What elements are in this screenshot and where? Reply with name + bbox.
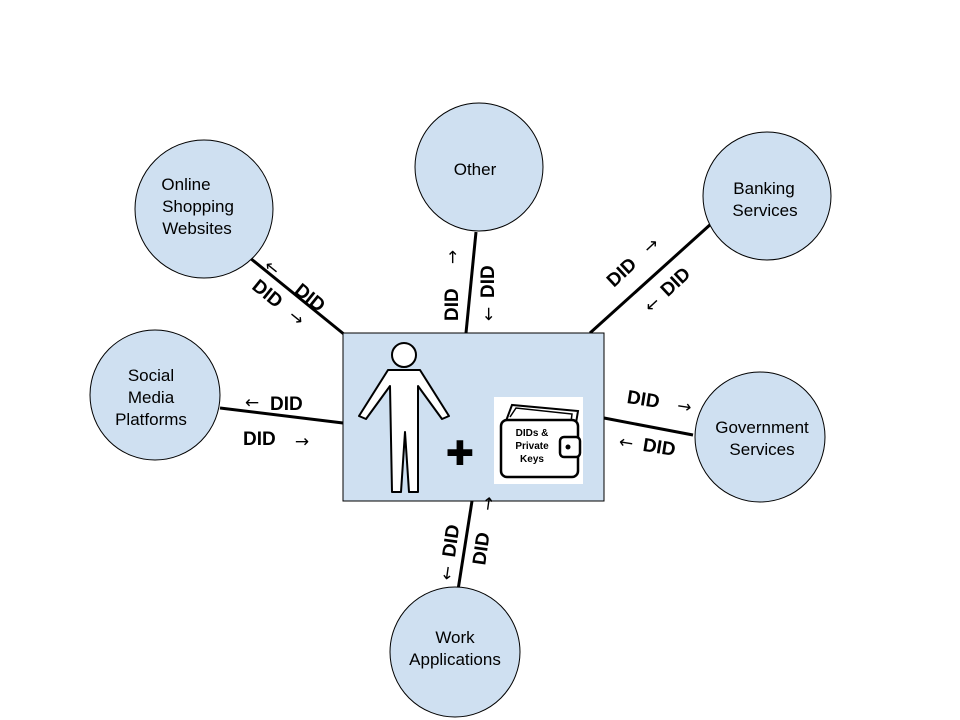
edge-labels-work: ← DID DID → bbox=[437, 495, 500, 582]
arrow-left: ← bbox=[641, 293, 665, 317]
link-social-media bbox=[219, 406, 344, 425]
node-work-label-2: Applications bbox=[409, 650, 501, 669]
did-label: DID bbox=[243, 429, 276, 450]
link-banking bbox=[588, 221, 714, 335]
node-online-shopping: Online Shopping Websites bbox=[134, 139, 274, 279]
node-government-label-2: Services bbox=[729, 440, 794, 459]
node-social-media-label-2: Media bbox=[128, 388, 175, 407]
node-work-label-1: Work bbox=[435, 628, 475, 647]
person-icon bbox=[358, 342, 450, 493]
did-label: DID bbox=[439, 523, 464, 558]
arrow-right: → bbox=[443, 250, 463, 264]
node-online-shopping-label-2: Shopping bbox=[162, 197, 234, 216]
arrow-right: → bbox=[639, 234, 663, 258]
node-banking: Banking Services bbox=[702, 131, 832, 261]
arrow-left: ← bbox=[617, 432, 634, 454]
node-social-media: Social Media Platforms bbox=[89, 329, 221, 461]
node-government: Government Services bbox=[694, 371, 826, 503]
arrow-right: → bbox=[295, 432, 309, 452]
link-other bbox=[464, 231, 478, 334]
plus-icon: ✚ bbox=[446, 434, 475, 474]
edge-labels-banking: DID → ← DID bbox=[603, 234, 695, 317]
wallet-icon: DIDs & Private Keys bbox=[494, 397, 583, 484]
did-label: DID bbox=[625, 387, 661, 413]
user-with-wallet-box: ✚ DIDs & Private Keys bbox=[342, 332, 605, 502]
node-online-shopping-label-3: Websites bbox=[162, 219, 232, 238]
did-label: DID bbox=[478, 265, 499, 298]
wallet-label-line-1: DIDs & bbox=[516, 428, 549, 439]
arrow-left: ← bbox=[479, 307, 499, 321]
edge-labels-government: DID → ← DID bbox=[617, 387, 693, 461]
did-label: DID bbox=[603, 254, 641, 292]
arrow-right: → bbox=[478, 495, 500, 512]
arrow-right: → bbox=[676, 396, 693, 418]
link-online-shopping bbox=[249, 256, 346, 337]
wallet-label-line-3: Keys bbox=[520, 454, 544, 465]
did-label: DID bbox=[641, 435, 677, 461]
edge-labels-social-media: ← DID DID → bbox=[243, 393, 309, 452]
did-label: DID bbox=[469, 531, 494, 566]
did-label: DID bbox=[270, 394, 303, 415]
arrow-left: ← bbox=[245, 393, 259, 413]
node-work: Work Applications bbox=[389, 586, 521, 718]
node-other: Other bbox=[414, 102, 544, 232]
node-other-label-1: Other bbox=[454, 160, 497, 179]
node-banking-label-1: Banking bbox=[733, 179, 794, 198]
arrow-left: ← bbox=[437, 565, 459, 582]
wallet-label-line-2: Private bbox=[515, 441, 549, 452]
did-label: DID bbox=[442, 288, 463, 321]
node-government-label-1: Government bbox=[715, 418, 809, 437]
node-banking-label-2: Services bbox=[732, 201, 797, 220]
link-government bbox=[603, 416, 694, 437]
arrow-right: → bbox=[284, 306, 308, 331]
node-online-shopping-label-1: Online bbox=[161, 175, 210, 194]
edge-labels-other: DID → ← DID bbox=[442, 250, 499, 321]
node-social-media-label-1: Social bbox=[128, 366, 174, 385]
link-work bbox=[456, 500, 474, 591]
node-social-media-label-3: Platforms bbox=[115, 410, 187, 429]
